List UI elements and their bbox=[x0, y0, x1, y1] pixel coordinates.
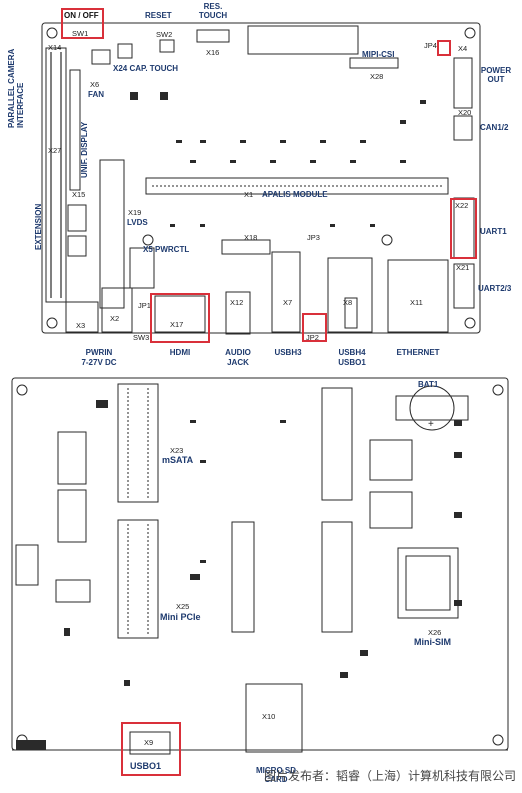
mini-sim-slot bbox=[397, 547, 459, 619]
top-board-outline bbox=[41, 22, 481, 334]
x19-label: X19 bbox=[128, 208, 142, 217]
lvds-label: LVDS bbox=[127, 218, 148, 227]
msata-slot bbox=[117, 383, 159, 503]
pwrin-label: PWRIN bbox=[85, 348, 113, 357]
power-out-label: POWER OUT bbox=[480, 66, 512, 84]
extension-header bbox=[45, 47, 67, 303]
usbo1-highlight bbox=[121, 722, 181, 776]
x3-label: X3 bbox=[76, 321, 86, 330]
sw3-label: SW3 bbox=[133, 333, 150, 342]
sw1-label: SW1 bbox=[72, 29, 89, 38]
msata-label: mSATA bbox=[162, 455, 194, 465]
x16-label: X16 bbox=[206, 48, 220, 57]
uart1-highlight bbox=[450, 198, 477, 259]
x24-cap-touch-label: X24 CAP. TOUCH bbox=[113, 64, 179, 73]
x18-label: X18 bbox=[244, 233, 258, 242]
x21-label: X21 bbox=[456, 263, 470, 272]
mini-pcie-slot bbox=[117, 519, 159, 639]
usbh4-label: USBH4 bbox=[338, 348, 366, 357]
x8-label: X8 bbox=[343, 298, 353, 307]
x4-label: X4 bbox=[458, 44, 468, 53]
jp3-label: JP3 bbox=[307, 233, 320, 242]
bat1-label: BAT1 bbox=[418, 380, 439, 389]
x7-label: X7 bbox=[283, 298, 293, 307]
res-touch-label: RES. TOUCH bbox=[198, 2, 228, 20]
reset-label: RESET bbox=[145, 11, 172, 20]
jp2-label: JP2 bbox=[306, 333, 319, 342]
mini-pcie-label: Mini PCIe bbox=[160, 612, 201, 622]
x26-label: X26 bbox=[428, 628, 442, 637]
x25-label: X25 bbox=[176, 602, 190, 611]
uart1-label: UART1 bbox=[480, 227, 507, 236]
hdmi-highlight bbox=[150, 293, 210, 343]
jack-label: JACK bbox=[227, 358, 249, 367]
mini-sim-label: Mini-SIM bbox=[414, 637, 451, 647]
unif-display-label: UNIF. DISPLAY bbox=[80, 121, 89, 178]
x17-label: X17 bbox=[170, 320, 184, 329]
extension-label: EXTENSION bbox=[34, 203, 43, 250]
x11-label: X11 bbox=[410, 298, 423, 307]
x6-label: X6 bbox=[90, 80, 100, 89]
sw2-label: SW2 bbox=[156, 30, 173, 39]
x5-pwrctl-label: X5 PWRCTL bbox=[143, 245, 190, 254]
module-connector bbox=[145, 177, 449, 195]
x14-label: X14 bbox=[48, 43, 62, 52]
hdmi-label: HDMI bbox=[169, 348, 191, 357]
jp1-label: JP1 bbox=[138, 301, 151, 310]
usbh3-label: USBH3 bbox=[274, 348, 302, 357]
x2-label: X2 bbox=[110, 314, 120, 323]
battery-plus-label: + bbox=[428, 419, 434, 430]
can-label: CAN1/2 bbox=[480, 123, 509, 132]
usbo1-top-label: USBO1 bbox=[338, 358, 366, 367]
jp2-highlight bbox=[302, 313, 327, 342]
mipi-csi-label: MIPI-CSI bbox=[362, 50, 395, 59]
uart23-label: UART2/3 bbox=[478, 284, 512, 293]
on-off-highlight bbox=[61, 8, 104, 39]
micro-sd-label: MICRO SD CARD bbox=[256, 766, 296, 784]
x12-label: X12 bbox=[230, 298, 244, 307]
x27-label: X27 bbox=[48, 146, 62, 155]
watermark-text: 图片发布者：韬睿（上海）计算机科技有限公司 bbox=[263, 769, 516, 783]
jp4-highlight bbox=[437, 40, 451, 56]
pwrin-volt-label: 7-27V DC bbox=[81, 358, 117, 367]
ethernet-label: ETHERNET bbox=[396, 348, 440, 357]
x28-label: X28 bbox=[370, 72, 384, 81]
x15-label: X15 bbox=[72, 190, 86, 199]
on-off-label: ON / OFF bbox=[64, 11, 99, 20]
x9-label: X9 bbox=[144, 738, 154, 747]
x23-label: X23 bbox=[170, 446, 184, 455]
parallel-camera-label: PARALLEL CAMERA INTERFACE bbox=[7, 49, 25, 128]
x20-label: X20 bbox=[458, 108, 472, 117]
apalis-module-label: APALIS MODULE bbox=[262, 190, 328, 199]
x22-label: X22 bbox=[455, 201, 469, 210]
x1-label: X1 bbox=[244, 190, 254, 199]
x10-label: X10 bbox=[262, 712, 276, 721]
battery bbox=[409, 385, 455, 431]
audio-label: AUDIO bbox=[225, 348, 251, 357]
jp4-label: JP4 bbox=[424, 41, 437, 50]
usbo1-label: USBO1 bbox=[130, 761, 162, 771]
fan-label: FAN bbox=[88, 90, 104, 99]
micro-sd-slot bbox=[245, 683, 303, 753]
